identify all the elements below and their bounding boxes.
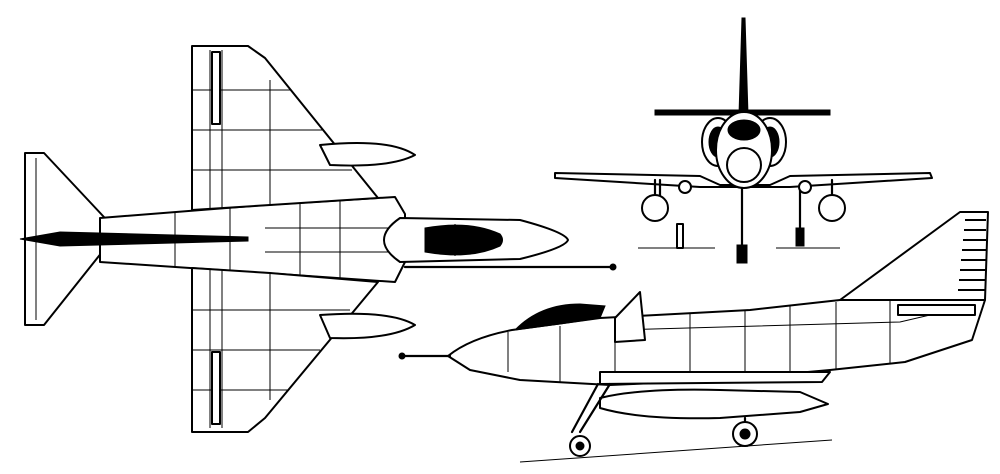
side-fin (839, 211, 989, 301)
front-wing (554, 172, 933, 188)
ground-line (519, 439, 833, 463)
side-landing-gear (569, 382, 758, 457)
side-tailplane (897, 304, 976, 316)
front-gear (638, 178, 840, 264)
side-drop-tank (599, 388, 829, 420)
plan-wing (191, 45, 379, 433)
plan-nose (383, 217, 569, 263)
plan-drop-tanks (319, 141, 416, 340)
plan-view (19, 45, 617, 433)
side-wing (599, 371, 831, 385)
front-fin (738, 17, 749, 116)
front-view (554, 17, 933, 264)
plan-exhaust-cone (19, 231, 249, 247)
side-intake (614, 291, 646, 343)
plan-refuel-probe (403, 263, 617, 271)
front-drop-tanks (641, 178, 846, 222)
front-fuselage (715, 111, 773, 189)
side-refuel-probe (398, 352, 452, 360)
side-view (398, 211, 989, 463)
side-canopy (513, 303, 606, 331)
